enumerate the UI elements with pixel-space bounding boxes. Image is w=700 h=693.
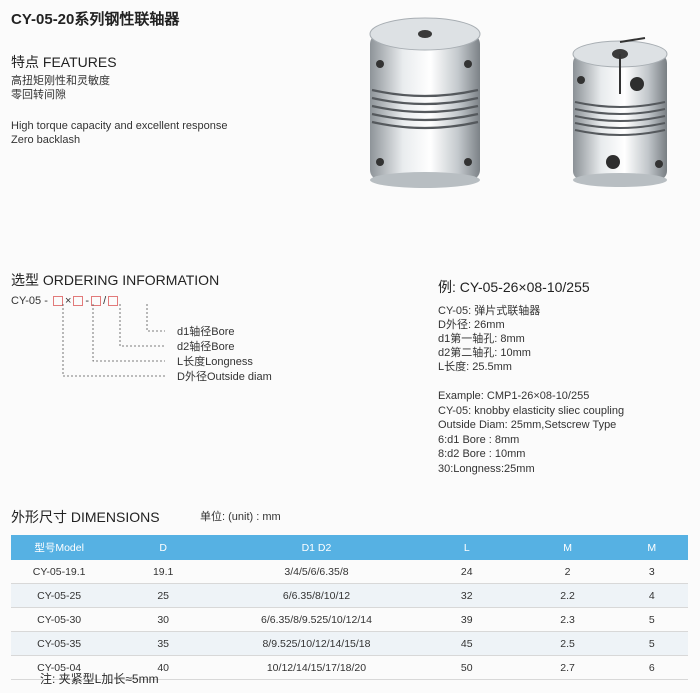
table-row: CY-05-25 25 6/6.35/8/10/12 32 2.2 4 (11, 583, 688, 608)
example-cn-line: D外径: 26mm (438, 319, 505, 331)
ordering-label: D外径Outside diam (177, 371, 272, 383)
coupling-photo-setscrew (369, 17, 481, 188)
table-cell: 4 (615, 583, 688, 608)
dimensions-table: 型号Model D D1 D2 L M M CY-05-19.1 19.1 3/… (11, 535, 688, 680)
col-header: 型号Model (11, 535, 108, 560)
code-box-l (73, 296, 84, 307)
ordering-code: CY-05 - × - / (11, 294, 120, 308)
col-header: D (107, 535, 220, 560)
table-cell: 35 (107, 631, 220, 656)
table-row: CY-05-35 35 8/9.525/10/12/14/15/18 45 2.… (11, 631, 688, 656)
table-cell: 45 (413, 631, 520, 656)
example-en-line: 8:d2 Bore : 10mm (438, 448, 526, 460)
example-en-line: 30:Longness:25mm (438, 462, 535, 475)
table-cell: CY-05-35 (11, 631, 108, 656)
table-cell: 10/12/14/15/17/18/20 (219, 655, 414, 680)
table-cell: 40 (107, 655, 220, 680)
ordering-heading: 选型 ORDERING INFORMATION (11, 272, 220, 288)
code-box-d2 (91, 296, 102, 307)
table-header-row: 型号Model D D1 D2 L M M (11, 535, 688, 560)
code-sep: / (103, 295, 107, 307)
table-cell: CY-05-25 (11, 583, 108, 608)
table-cell: 3 (615, 560, 688, 584)
feature-cn-line: 高扭矩刚性和灵敏度 (11, 75, 110, 87)
ordering-label: d1轴径Bore (177, 326, 235, 338)
table-cell: 6/6.35/8/9.525/10/12/14 (219, 607, 414, 632)
ordering-label: L长度Longness (177, 356, 253, 368)
table-cell: 25 (107, 583, 220, 608)
code-box-d1 (108, 296, 119, 307)
table-row: CY-05-30 30 6/6.35/8/9.525/10/12/14 39 2… (11, 607, 688, 632)
example-en: Example: CMP1-26×08-10/255 CY-05: knobby… (438, 389, 624, 476)
table-cell: 50 (413, 655, 520, 680)
example-heading: 例: CY-05-26×08-10/255 (438, 279, 590, 295)
col-header: D1 D2 (219, 535, 414, 560)
table-row: CY-05-19.1 19.1 3/4/5/6/6.35/8 24 2 3 (11, 560, 688, 584)
table-cell: 2.2 (519, 583, 616, 608)
ordering-leader-lines (62, 304, 165, 377)
table-cell: CY-05-19.1 (11, 560, 108, 584)
table-cell: 2.3 (519, 607, 616, 632)
example-cn: CY-05: 弹片式联轴器 D外径: 26mm d1第一轴孔: 8mm d2第二… (438, 304, 540, 374)
ordering-labels: d1轴径Bore d2轴径Bore L长度Longness D外径Outside… (177, 325, 272, 385)
example-en-line: Outside Diam: 25mm,Setscrew Type (438, 419, 617, 431)
table-cell: 32 (413, 583, 520, 608)
table-cell: 3/4/5/6/6.35/8 (219, 560, 414, 584)
features-cn: 高扭矩刚性和灵敏度 零回转间隙 (11, 74, 110, 102)
example-cn-line: L长度: 25.5mm (438, 361, 512, 373)
table-cell: 5 (615, 631, 688, 656)
table-cell: 39 (413, 607, 520, 632)
col-header: L (413, 535, 520, 560)
table-cell: CY-05-04 (11, 655, 108, 680)
table-cell: CY-05-30 (11, 607, 108, 632)
example-en-line: CY-05: knobby elasticity sliec coupling (438, 404, 625, 417)
table-cell: 6 (615, 655, 688, 680)
code-sep: × (64, 295, 72, 307)
dimensions-note: 注: 夹紧型L加长≈5mm (40, 672, 159, 686)
table-cell: 2.7 (519, 655, 616, 680)
feature-en-line: Zero backlash (11, 134, 81, 146)
ordering-label: d2轴径Bore (177, 341, 235, 353)
col-header: M (615, 535, 688, 560)
coupling-photo-clamp (572, 37, 668, 187)
feature-en-line: High torque capacity and excellent respo… (11, 120, 228, 132)
table-cell: 24 (413, 560, 520, 584)
table-cell: 30 (107, 607, 220, 632)
features-heading: 特点 FEATURES (11, 54, 117, 70)
code-box-d (52, 296, 63, 307)
table-cell: 2.5 (519, 631, 616, 656)
table-row: CY-05-04 40 10/12/14/15/17/18/20 50 2.7 … (11, 655, 688, 680)
example-en-line: 6:d1 Bore : 8mm (438, 433, 520, 446)
page-title: CY-05-20系列钢性联轴器 (11, 11, 180, 28)
table-cell: 2 (519, 560, 616, 584)
example-en-line: Example: CMP1-26×08-10/255 (438, 390, 590, 402)
table-cell: 8/9.525/10/12/14/15/18 (219, 631, 414, 656)
ordering-prefix: CY-05 - (11, 295, 48, 307)
features-en: High torque capacity and excellent respo… (11, 119, 227, 147)
example-cn-line: d2第二轴孔: 10mm (438, 347, 531, 359)
table-cell: 5 (615, 607, 688, 632)
col-header: M (519, 535, 616, 560)
table-cell: 19.1 (107, 560, 220, 584)
feature-cn-line: 零回转间隙 (11, 89, 66, 101)
dimensions-heading: 外形尺寸 DIMENSIONS (11, 509, 160, 525)
code-sep: - (85, 295, 90, 307)
example-cn-line: CY-05: 弹片式联轴器 (438, 305, 541, 317)
dimensions-unit: 单位: (unit) : mm (200, 511, 281, 523)
table-cell: 6/6.35/8/10/12 (219, 583, 414, 608)
example-cn-line: d1第一轴孔: 8mm (438, 333, 525, 345)
